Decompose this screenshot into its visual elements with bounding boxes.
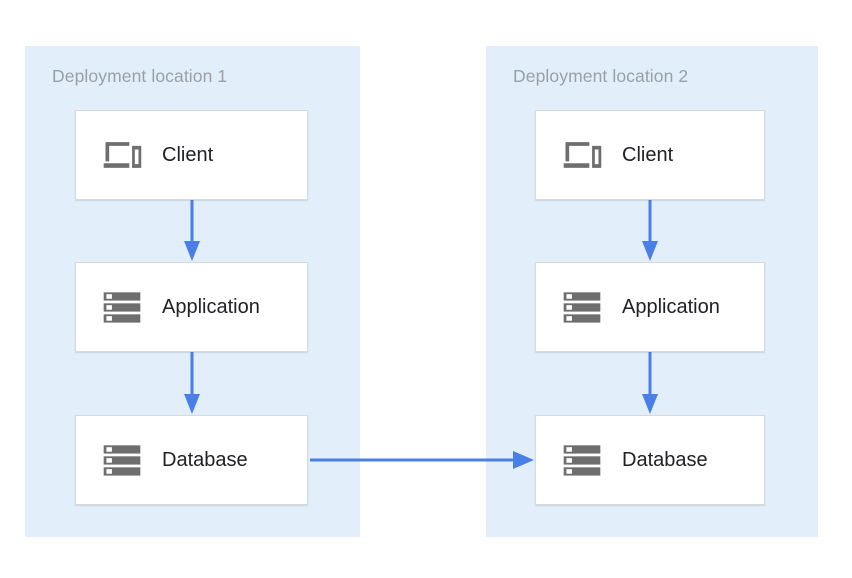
node-label-application-1: Application — [162, 295, 260, 318]
node-database-2[interactable]: Database — [535, 415, 765, 505]
node-label-client-2: Client — [622, 143, 674, 166]
node-label-database-1: Database — [162, 448, 248, 471]
node-client-1[interactable]: Client — [75, 110, 308, 200]
server-icon — [563, 445, 601, 476]
zone-label-deployment-location-2: Deployment location 2 — [513, 66, 689, 86]
node-application-1[interactable]: Application — [75, 262, 308, 352]
devices-icon — [563, 142, 602, 168]
node-client-2[interactable]: Client — [535, 110, 765, 200]
devices-icon — [103, 142, 142, 168]
node-label-client-1: Client — [162, 143, 214, 166]
node-application-2[interactable]: Application — [535, 262, 765, 352]
node-label-database-2: Database — [622, 448, 708, 471]
server-icon — [563, 292, 601, 323]
server-icon — [103, 292, 141, 323]
node-database-1[interactable]: Database — [75, 415, 308, 505]
zone-label-deployment-location-1: Deployment location 1 — [52, 66, 228, 86]
server-icon — [103, 445, 141, 476]
node-label-application-2: Application — [622, 295, 720, 318]
